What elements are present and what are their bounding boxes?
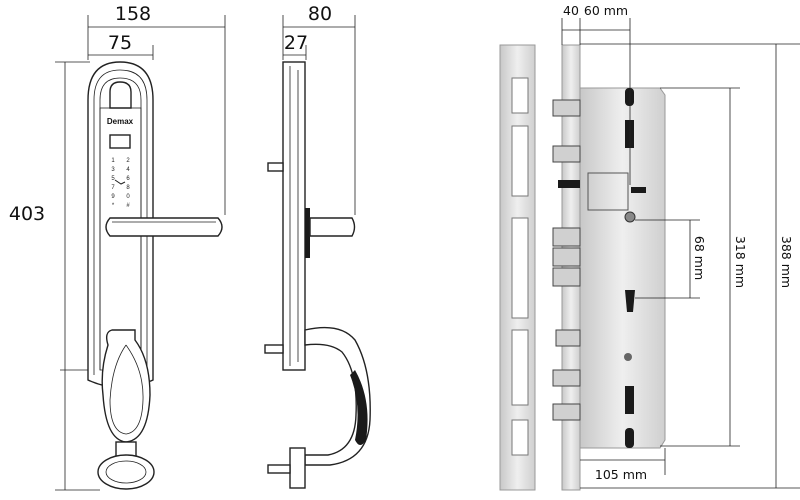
dim-label-60mm: 60 mm [584, 3, 628, 18]
side-view: 80 27 [264, 3, 371, 489]
bolts [552, 99, 581, 421]
dim-label-68mm: 68 mm [692, 236, 707, 280]
mortise-lock: 40 60 mm 68 mm 318 mm 388 mm 105 mm [499, 3, 800, 491]
lock-case [579, 87, 666, 449]
side-plate [282, 61, 306, 371]
keypad-key: 1 [111, 158, 115, 164]
side-lever [309, 217, 356, 237]
dim-label-105mm: 105 mm [595, 467, 647, 482]
keypad-key: 2 [126, 158, 130, 164]
keypad-key: 3 [111, 167, 115, 173]
dim-label-318mm: 318 mm [733, 236, 748, 288]
keypad-key: * [112, 203, 115, 209]
display-screen [109, 134, 131, 149]
dim-label-158: 158 [115, 3, 151, 25]
keypad-key: 0 [126, 194, 130, 200]
fingerprint-sensor [109, 81, 132, 109]
keypad-key: 8 [126, 185, 130, 191]
brand-logo: Demax [107, 117, 134, 126]
dim-label-403: 403 [9, 203, 45, 225]
keypad: 1 2 3 4 5 6 7 8 9 0 * # [111, 158, 130, 209]
keypad-key: 4 [126, 167, 130, 173]
dim-label-75: 75 [108, 32, 132, 54]
keypad-key: 5 [111, 176, 115, 182]
pull-handle [101, 329, 151, 443]
rosette [97, 454, 155, 490]
keypad-key: 6 [126, 176, 130, 182]
keypad-key: 9 [111, 194, 115, 200]
dim-label-40: 40 [563, 3, 579, 18]
dim-label-27: 27 [284, 32, 308, 54]
front-view: Demax 1 2 3 4 5 6 7 8 9 0 * # 158 75 403 [9, 3, 226, 491]
cylinder-hole [625, 290, 635, 312]
keypad-key: 7 [111, 185, 115, 191]
keypad-key: # [126, 203, 130, 209]
dim-label-388mm: 388 mm [779, 236, 794, 288]
card-reader-icon [114, 179, 126, 185]
lever-handle [105, 217, 223, 237]
dim-label-80: 80 [308, 3, 332, 25]
